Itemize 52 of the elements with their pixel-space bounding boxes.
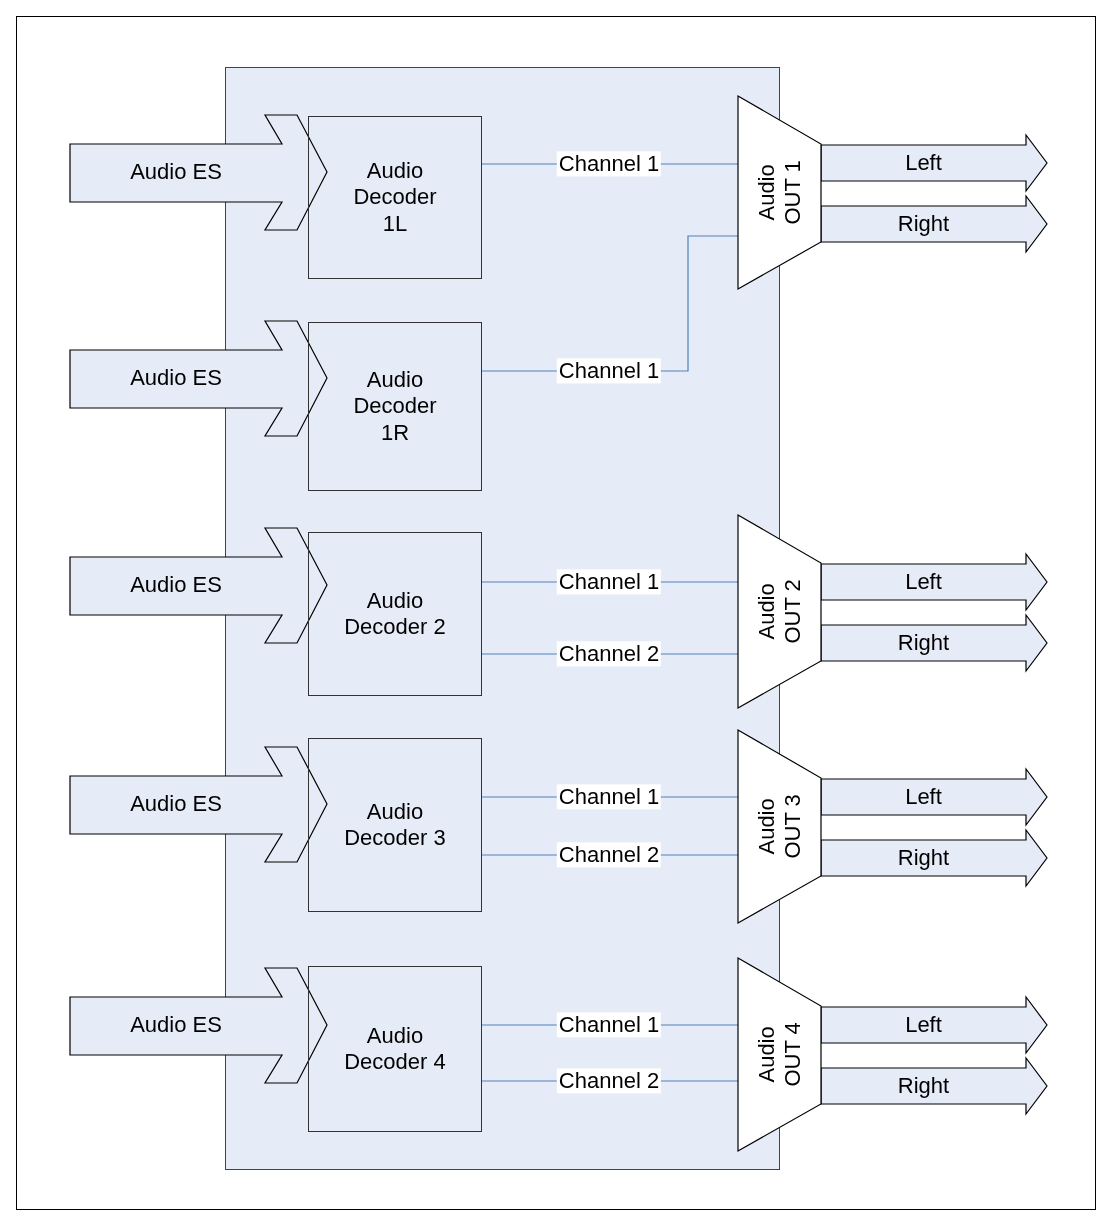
decoder-box xyxy=(308,322,482,491)
output-signal-tag xyxy=(821,1057,1048,1115)
output-trapezoid xyxy=(738,730,821,923)
input-block-arrow xyxy=(70,747,327,862)
node-text: Audio Decoder 1R xyxy=(352,366,438,447)
node-text: Audio OUT 1 xyxy=(753,159,806,227)
node-text: Audio Decoder 1L xyxy=(352,157,438,238)
edge-label: Channel 1 xyxy=(556,569,662,595)
output-trapezoid xyxy=(738,958,821,1151)
node-text: Audio ES xyxy=(130,1012,222,1039)
node-text: Audio OUT 4 xyxy=(753,1021,806,1089)
decoder-box xyxy=(308,966,482,1132)
edge-label: Channel 2 xyxy=(556,641,662,667)
output-signal-tag xyxy=(821,768,1048,826)
output-signal-tag xyxy=(821,829,1048,887)
decoder-box xyxy=(308,738,482,912)
input-block-arrow xyxy=(70,968,327,1083)
output-trapezoid xyxy=(738,96,821,289)
node-text: Audio ES xyxy=(130,365,222,392)
output-trapezoid xyxy=(738,515,821,708)
node-text: Audio ES xyxy=(130,791,222,818)
input-block-arrow xyxy=(70,321,327,436)
edge-label: Channel 1 xyxy=(556,151,662,177)
node-text: Audio OUT 3 xyxy=(753,793,806,861)
node-text: Right xyxy=(897,1072,950,1100)
node-text: Audio Decoder 3 xyxy=(343,798,447,852)
node-text: Audio ES xyxy=(130,159,222,186)
decoder-box xyxy=(308,532,482,696)
edge-label: Channel 2 xyxy=(556,1068,662,1094)
output-signal-tag xyxy=(821,195,1048,253)
decoder-box xyxy=(308,116,482,279)
node-text: Audio ES xyxy=(130,572,222,599)
node-text: Left xyxy=(905,149,942,177)
node-text: Right xyxy=(897,844,950,872)
output-signal-tag xyxy=(821,614,1048,672)
node-text: Left xyxy=(905,1011,942,1039)
node-text: Right xyxy=(897,210,950,238)
input-block-arrow xyxy=(70,528,327,643)
node-text: Right xyxy=(897,629,950,657)
node-text: Audio OUT 2 xyxy=(753,578,806,646)
node-text: Left xyxy=(905,568,942,596)
edge-label: Channel 1 xyxy=(556,358,662,384)
input-block-arrow xyxy=(70,115,327,230)
edge-label: Channel 1 xyxy=(556,784,662,810)
output-signal-tag xyxy=(821,553,1048,611)
node-text: Left xyxy=(905,783,942,811)
edge-label: Channel 2 xyxy=(556,842,662,868)
node-text: Audio Decoder 2 xyxy=(343,587,447,641)
output-signal-tag xyxy=(821,134,1048,192)
edge-label: Channel 1 xyxy=(556,1012,662,1038)
output-signal-tag xyxy=(821,996,1048,1054)
node-text: Audio Decoder 4 xyxy=(343,1022,447,1076)
